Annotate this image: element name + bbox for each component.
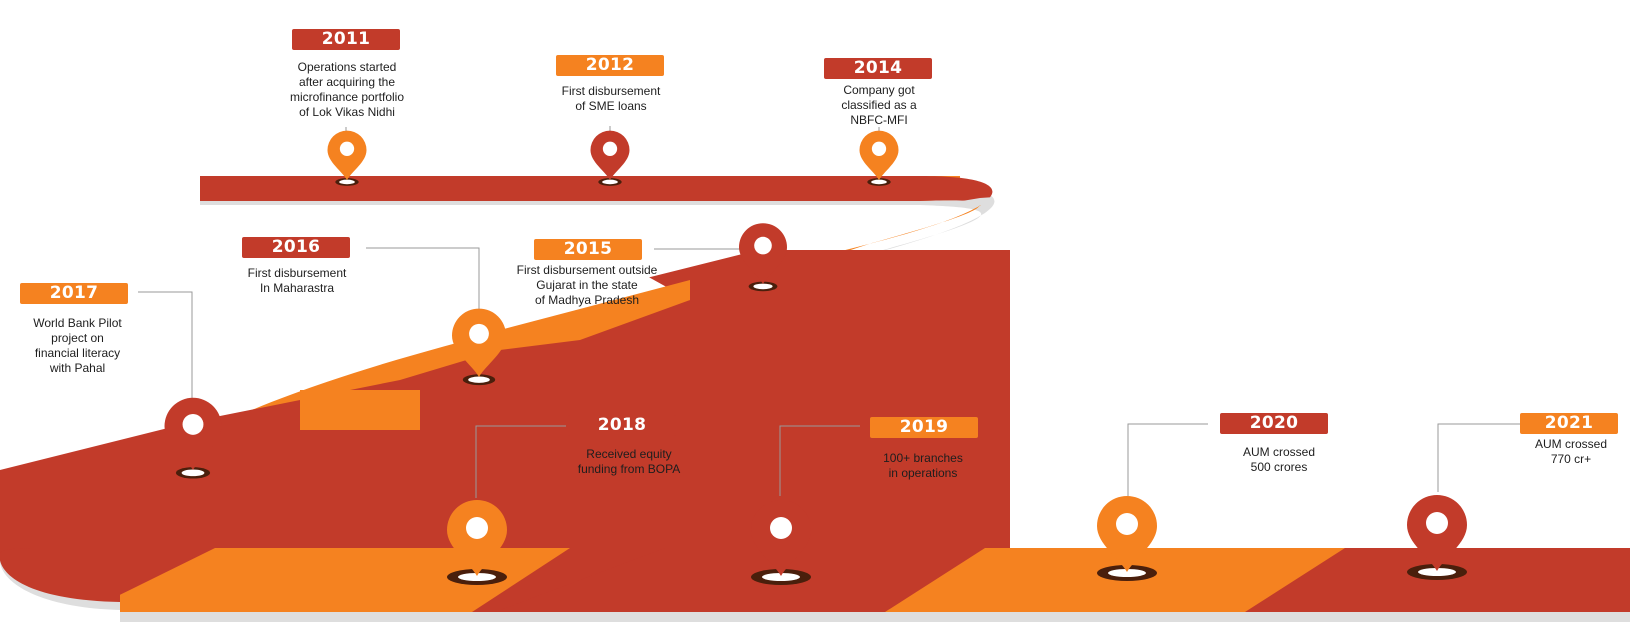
pin-2014 — [859, 130, 899, 186]
milestone-text-2021: AUM crossed 770 cr+ — [1534, 437, 1608, 466]
road-lower-diagonal — [0, 205, 1010, 560]
pin-2011 — [327, 130, 367, 186]
year-badge-2021: 2021 — [1520, 413, 1618, 434]
road-bottom-segment — [0, 548, 1630, 612]
pin-2020 — [1097, 496, 1157, 581]
pin-2021 — [1407, 495, 1467, 580]
year-badge-2020: 2020 — [1220, 413, 1328, 434]
pin-2019 — [751, 500, 811, 585]
year-badge-2015: 2015 — [534, 239, 642, 260]
year-badge-2014: 2014 — [824, 58, 932, 79]
year-badge-2017: 2017 — [20, 283, 128, 304]
milestone-text-2016: First disbursement In Maharastra — [247, 266, 347, 295]
connector-lines — [138, 126, 1520, 498]
pin-2012 — [590, 130, 630, 186]
milestone-text-2019: 100+ branches in operations — [883, 451, 963, 480]
pin-2017 — [164, 397, 222, 479]
year-badge-2011: 2011 — [292, 29, 400, 50]
milestone-text-2012: First disbursement of SME loans — [561, 84, 661, 113]
year-badge-2018: 2018 — [568, 415, 676, 436]
pin-2016 — [452, 308, 506, 386]
milestone-text-2018: Received equity funding from BOPA — [577, 447, 681, 476]
milestone-text-2011: Operations started after acquiring the m… — [289, 60, 405, 119]
year-badge-2019: 2019 — [870, 417, 978, 438]
milestone-text-2015: First disbursement outside Gujarat in th… — [516, 263, 658, 307]
milestone-text-2014: Company got classified as a NBFC-MFI — [841, 83, 917, 127]
year-badge-2016: 2016 — [242, 237, 350, 258]
year-badge-2012: 2012 — [556, 55, 664, 76]
pin-2018 — [447, 500, 507, 585]
milestone-text-2020: AUM crossed 500 crores — [1242, 445, 1316, 474]
pin-2015 — [739, 223, 787, 292]
milestone-text-2017: World Bank Pilot project on financial li… — [33, 316, 122, 375]
